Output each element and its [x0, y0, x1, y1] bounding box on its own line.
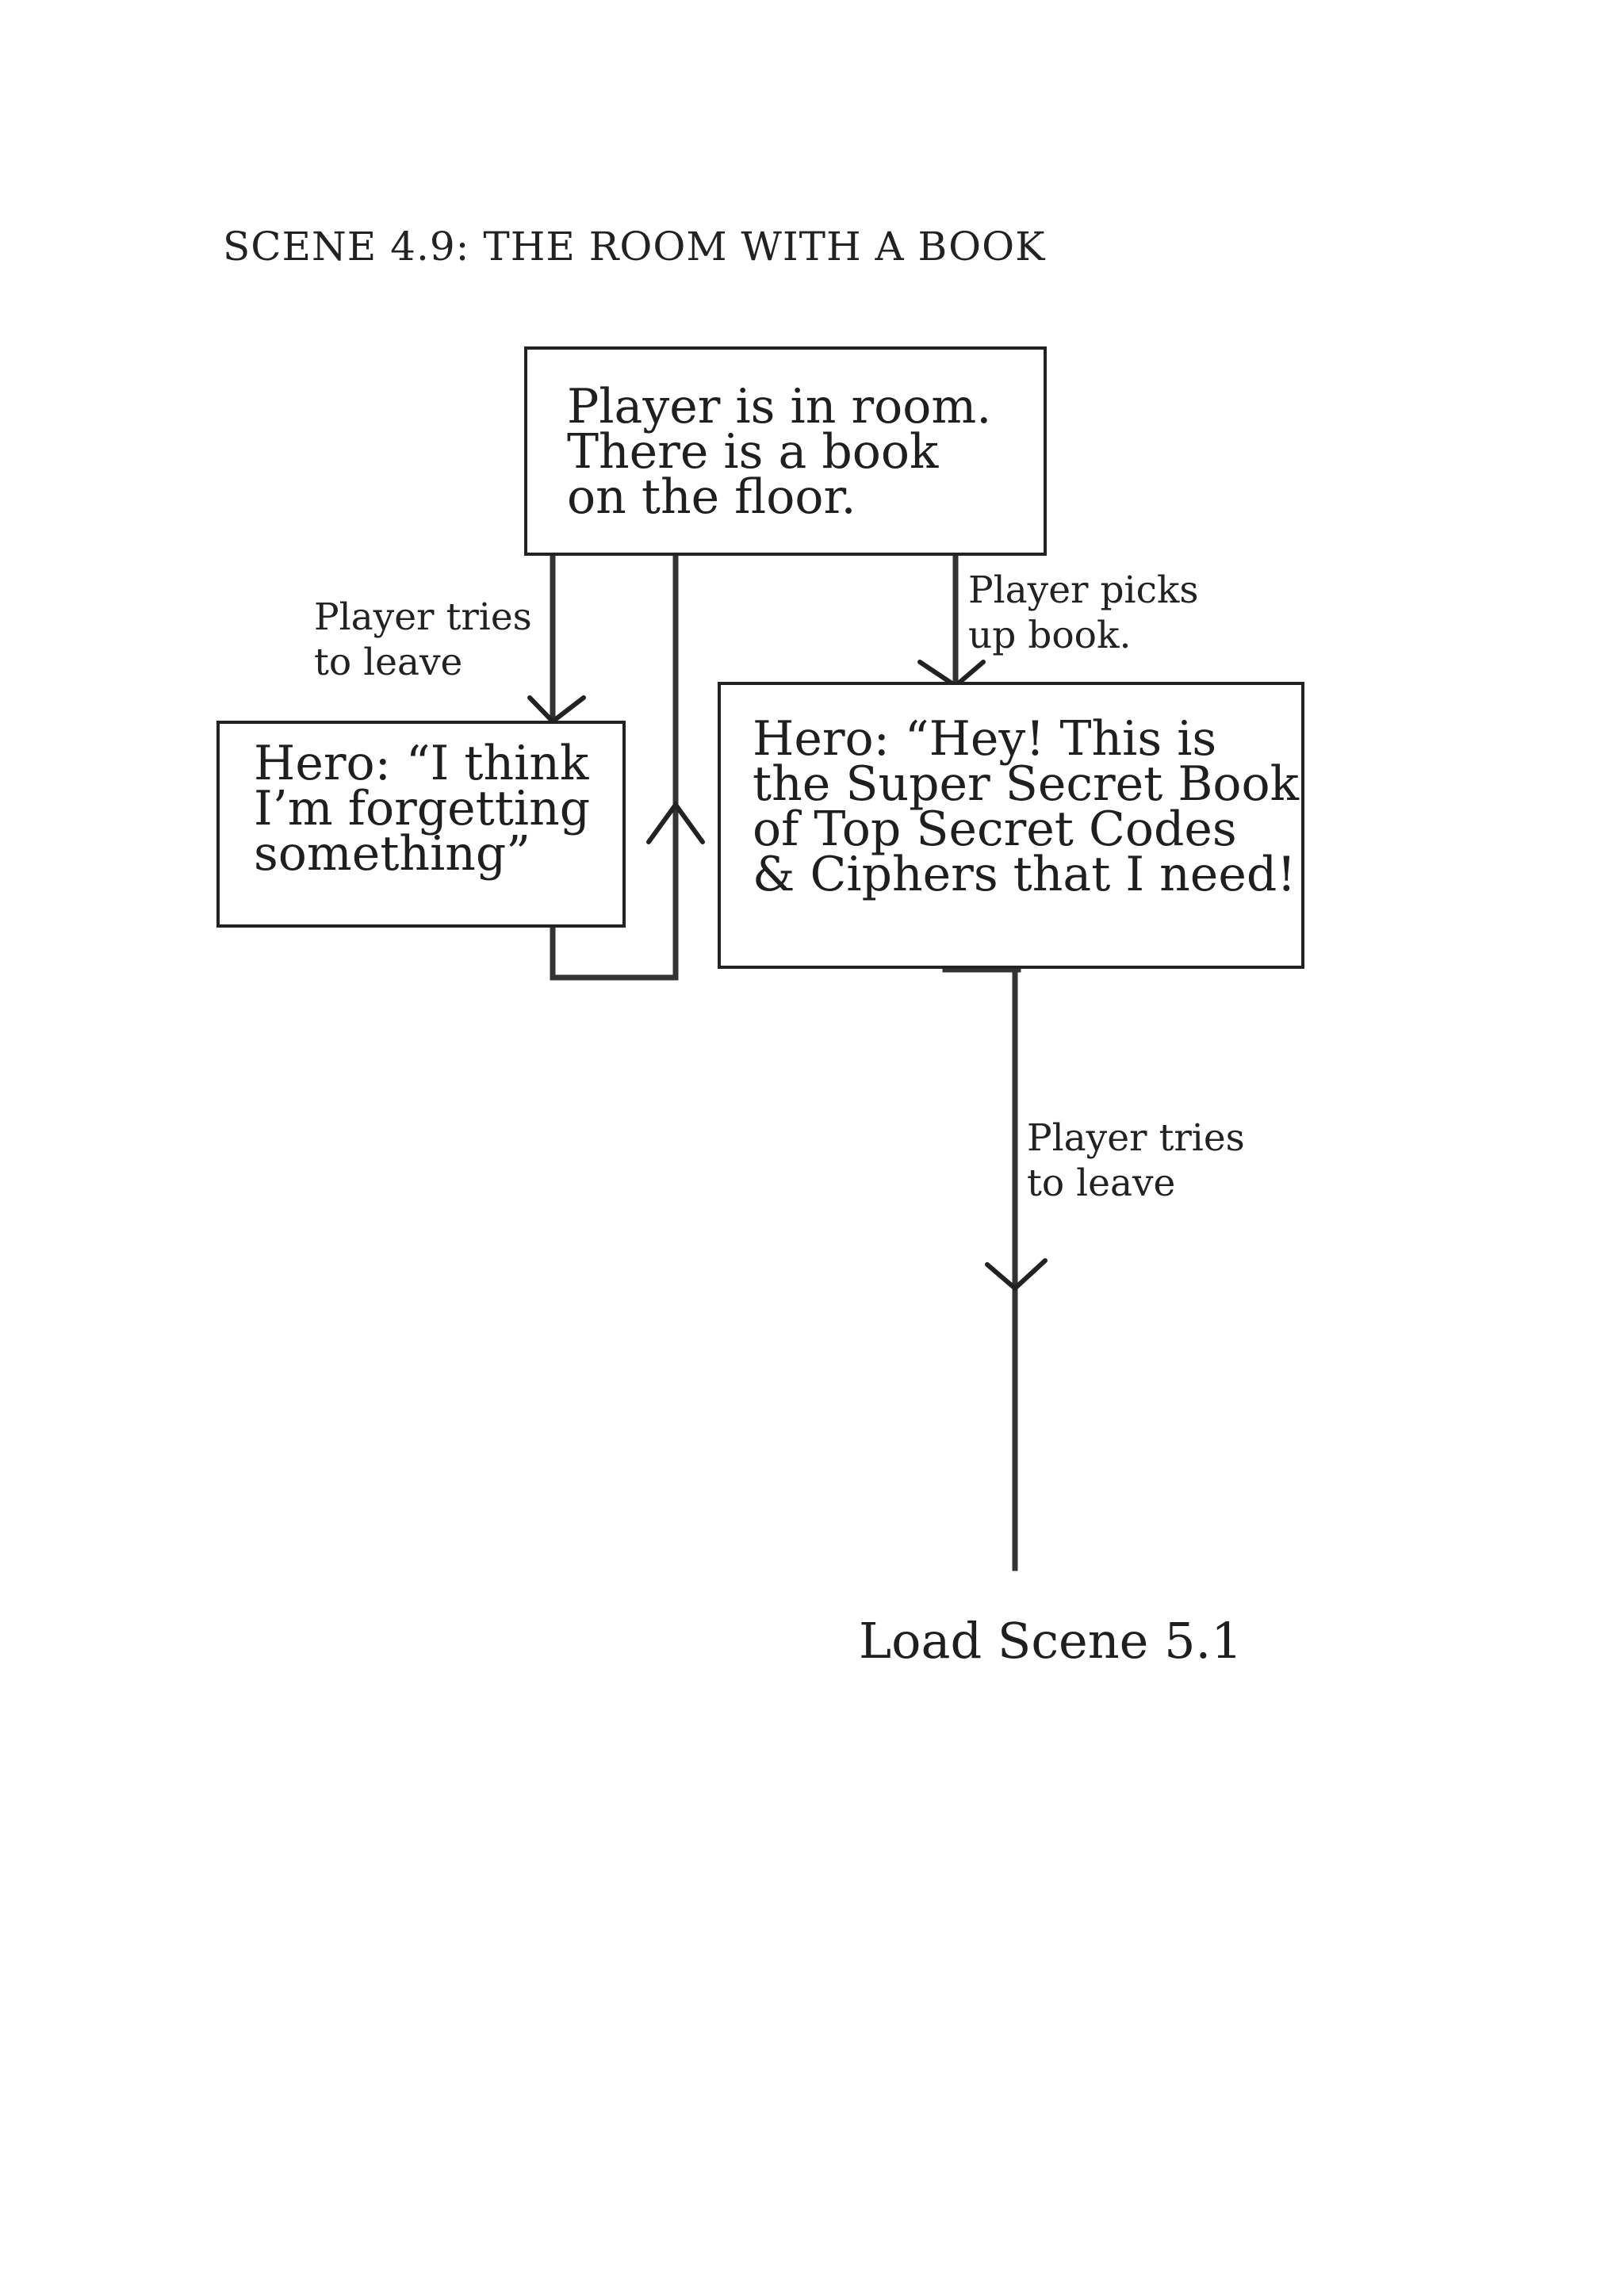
- node-forgetting-text: Hero: “I think I’m forgetting something”: [254, 736, 591, 882]
- node-book-text: Hero: “Hey! This is the Super Secret Boo…: [753, 711, 1300, 902]
- node-start: Player is in room. There is a book on th…: [524, 346, 1047, 556]
- diagram-title: SCENE 4.9: THE ROOM WITH A BOOK: [223, 224, 1046, 270]
- edge-label-start-to-book: Player picks up book.: [968, 568, 1199, 657]
- edge-forgetting-loop-arrowhead: [646, 800, 705, 844]
- node-start-text: Player is in room. There is a book on th…: [567, 379, 992, 525]
- edge-start-to-forgetting-arrowhead: [527, 695, 586, 725]
- edge-label-book-to-end: Player tries to leave: [1027, 1116, 1245, 1205]
- node-end: Load Scene 5.1: [859, 1612, 1243, 1670]
- edge-label-start-to-forgetting: Player tries to leave: [314, 595, 532, 684]
- node-forgetting: Hero: “I think I’m forgetting something”: [216, 721, 626, 928]
- edge-book-to-end-arrowhead: [985, 1258, 1048, 1292]
- node-book: Hero: “Hey! This is the Super Secret Boo…: [718, 682, 1304, 969]
